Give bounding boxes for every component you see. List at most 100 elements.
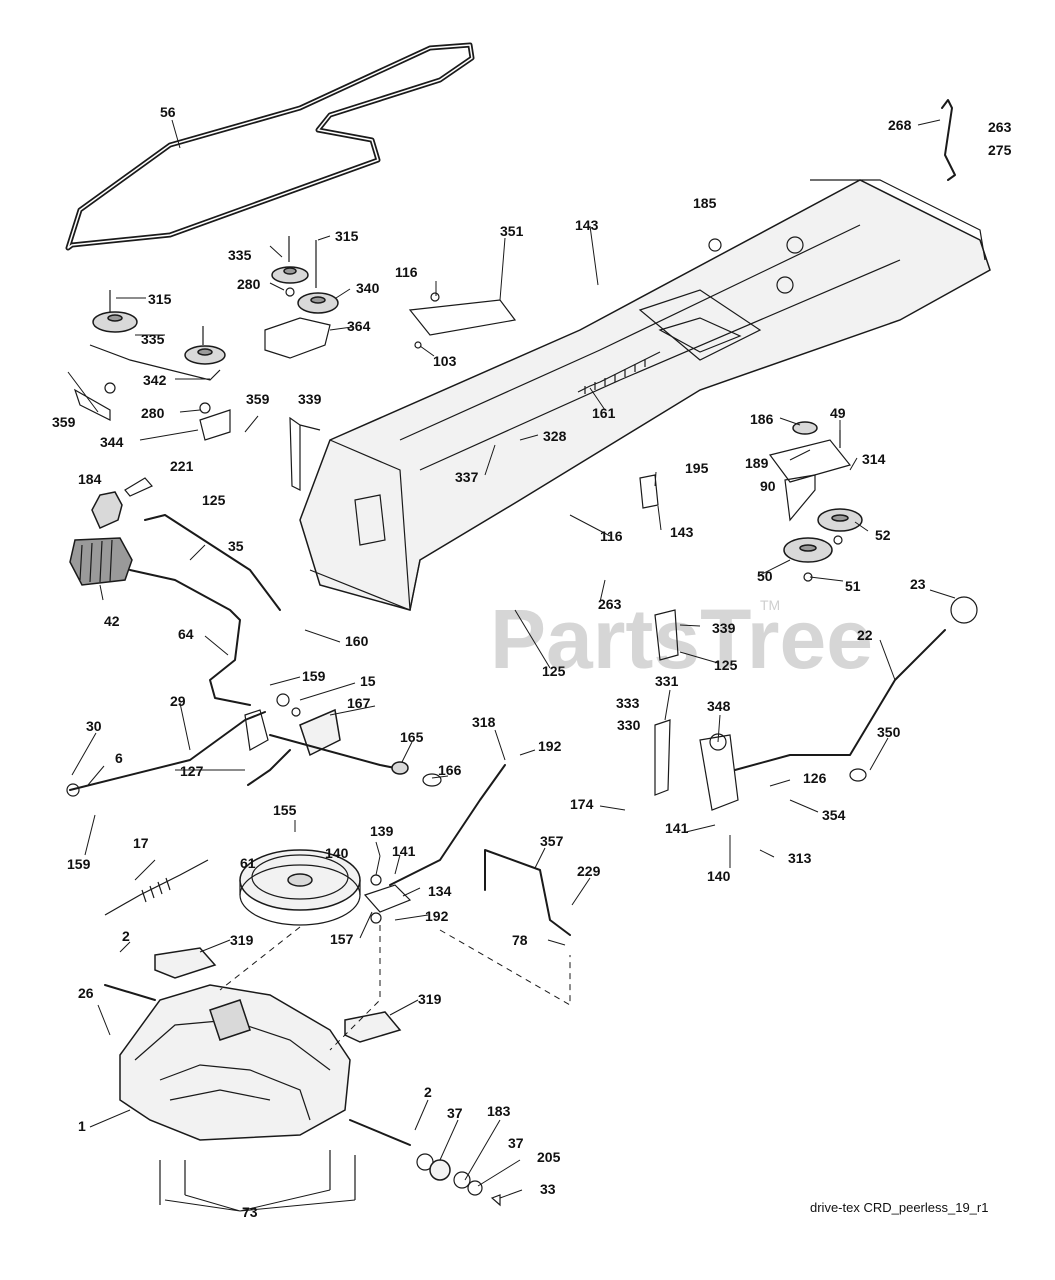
callout-359: 359 [52, 414, 76, 430]
callout-37: 37 [447, 1105, 463, 1121]
callout-319-b: 319 [418, 991, 442, 1007]
callout-33: 33 [540, 1181, 556, 1197]
callout-186: 186 [750, 411, 774, 427]
callout-42: 42 [104, 613, 120, 629]
callout-6: 6 [115, 750, 123, 766]
callout-315: 315 [335, 228, 359, 244]
callout-161: 161 [592, 405, 616, 421]
callout-116: 116 [395, 264, 418, 280]
frame-chassis [299, 179, 991, 611]
callout-64: 64 [178, 626, 194, 642]
callout-340: 340 [356, 280, 380, 296]
callout-160: 160 [345, 633, 369, 649]
callout-354: 354 [822, 807, 846, 823]
drive-rods [129, 514, 281, 706]
callout-78: 78 [512, 932, 528, 948]
shift-levers [654, 719, 739, 811]
spring-17 [104, 859, 209, 916]
idler-pulleys-left [73, 236, 339, 441]
callout-314: 314 [862, 451, 886, 467]
callout-174: 174 [570, 796, 594, 812]
transaxle-transmission [104, 947, 411, 1205]
callout-140: 140 [707, 868, 731, 884]
callout-229: 229 [577, 863, 601, 879]
right-pulleys [768, 421, 863, 582]
callout-348: 348 [707, 698, 731, 714]
callout-143: 143 [575, 217, 599, 233]
callout-143-b: 143 [670, 524, 694, 540]
callout-29: 29 [170, 693, 186, 709]
callout-339-b: 339 [712, 620, 736, 636]
callout-331: 331 [655, 673, 679, 689]
callout-280-b: 280 [141, 405, 165, 421]
idler-bracket-351 [408, 292, 517, 349]
callout-22: 22 [857, 627, 873, 643]
callout-127: 127 [180, 763, 204, 779]
callout-134: 134 [428, 883, 452, 899]
brackets-339-195 [639, 474, 679, 661]
trademark-symbol: TM [760, 597, 780, 613]
rod-127 [247, 749, 291, 786]
callout-125-b: 125 [542, 663, 566, 679]
callout-23: 23 [910, 576, 926, 592]
rod-318 [389, 764, 506, 886]
spring-161 [577, 351, 661, 394]
shift-rod-22 [734, 596, 978, 771]
callout-330: 330 [617, 717, 641, 733]
linkage-167 [244, 693, 442, 787]
callout-103: 103 [433, 353, 457, 369]
callout-125-c: 125 [714, 657, 738, 673]
callout-2: 2 [122, 928, 130, 944]
callout-183: 183 [487, 1103, 511, 1119]
callout-335: 335 [228, 247, 252, 263]
transmission-pulley-61 [239, 849, 361, 926]
callout-125: 125 [202, 492, 226, 508]
callout-157: 157 [330, 931, 354, 947]
callout-364: 364 [347, 318, 371, 334]
parts-tree-watermark: PartsTree [490, 592, 873, 686]
callout-339: 339 [298, 391, 322, 407]
callout-192: 192 [538, 738, 562, 754]
callout-335-b: 335 [141, 331, 165, 347]
callout-1: 1 [78, 1118, 86, 1134]
callout-344: 344 [100, 434, 124, 450]
callout-73: 73 [242, 1204, 258, 1220]
callout-140-b: 140 [325, 845, 349, 861]
drive-belt [65, 42, 475, 251]
callout-50: 50 [757, 568, 773, 584]
callout-318: 318 [472, 714, 496, 730]
callout-2-b: 2 [424, 1084, 432, 1100]
callout-333: 333 [616, 695, 640, 711]
callout-221: 221 [170, 458, 194, 474]
callout-192-b: 192 [425, 908, 449, 924]
callout-26: 26 [78, 985, 94, 1001]
callout-15: 15 [360, 673, 376, 689]
callout-268: 268 [888, 117, 912, 133]
callout-139: 139 [370, 823, 394, 839]
callout-313: 313 [788, 850, 812, 866]
callout-359-b: 359 [246, 391, 270, 407]
callout-337: 337 [455, 469, 479, 485]
hook-268 [941, 99, 956, 181]
callout-166: 166 [438, 762, 462, 778]
callout-90: 90 [760, 478, 776, 494]
callout-315-b: 315 [148, 291, 172, 307]
callout-263: 263 [988, 119, 1012, 135]
callout-184: 184 [78, 471, 102, 487]
callout-263-b: 263 [598, 596, 622, 612]
callout-35: 35 [228, 538, 244, 554]
callout-49: 49 [830, 405, 846, 421]
callout-141-b: 141 [392, 843, 416, 859]
rod-29 [66, 711, 266, 797]
callout-351: 351 [500, 223, 524, 239]
pedal-and-grip [69, 477, 153, 586]
callout-17: 17 [133, 835, 149, 851]
alignment-lines [219, 925, 571, 1051]
callout-126: 126 [803, 770, 827, 786]
callout-195: 195 [685, 460, 709, 476]
callout-52: 52 [875, 527, 891, 543]
callout-165: 165 [400, 729, 424, 745]
callout-280: 280 [237, 276, 261, 292]
axle-washers [416, 1153, 501, 1207]
